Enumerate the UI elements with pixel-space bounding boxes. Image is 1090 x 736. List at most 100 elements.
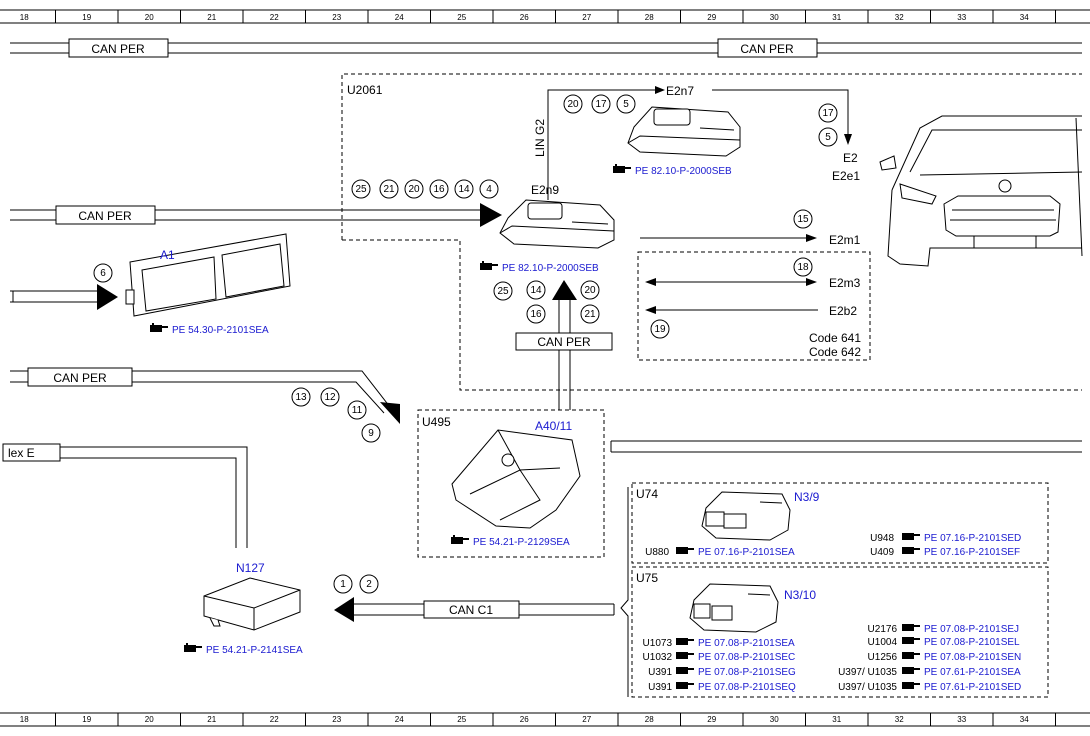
lin-g2-label: LIN G2 xyxy=(533,119,547,157)
n3-10-label: N3/10 xyxy=(784,588,816,602)
svg-text:12: 12 xyxy=(324,392,336,403)
e2n9-module-drawing xyxy=(499,199,615,249)
e2n7-ref-link[interactable]: PE 82.10-P-2000SEB xyxy=(613,164,732,177)
ref-link[interactable]: PE 07.08-P-2101SEC xyxy=(676,652,795,663)
svg-text:16: 16 xyxy=(530,309,542,320)
u495-group-box xyxy=(417,409,605,558)
svg-text:9: 9 xyxy=(368,428,374,439)
top-ruler-number: 27 xyxy=(582,13,591,22)
svg-text:20: 20 xyxy=(408,184,420,195)
signal-number-20: 20 xyxy=(563,94,583,114)
can-per-middle-tag: CAN PER xyxy=(55,205,156,225)
code-642-label: Code 642 xyxy=(809,345,861,359)
ref-link[interactable]: PE 07.16-P-2101SED xyxy=(902,533,1021,544)
can-c1-tag: CAN C1 xyxy=(423,600,520,619)
bottom-ruler-number: 29 xyxy=(707,715,716,724)
ref-link[interactable]: PE 07.61-P-2101SED xyxy=(902,682,1021,693)
pointing-hand-icon xyxy=(676,652,688,659)
ref-link[interactable]: PE 07.08-P-2101SEJ xyxy=(902,624,1019,635)
bottom-ruler-number: 21 xyxy=(207,715,216,724)
top-ruler-number: 28 xyxy=(645,13,654,22)
a1-panel-drawing xyxy=(125,233,291,317)
can-per-top-bus xyxy=(10,42,1082,54)
signal-number-21: 21 xyxy=(580,304,600,324)
svg-text:6: 6 xyxy=(100,268,106,279)
top-ruler-number: 32 xyxy=(895,13,904,22)
pointing-hand-finger xyxy=(914,653,920,655)
right-bus-stub xyxy=(610,440,1082,453)
svg-text:CAN C1: CAN C1 xyxy=(449,603,493,617)
signal-number-20: 20 xyxy=(404,179,424,199)
signal-number-19: 19 xyxy=(650,319,670,339)
car-front-icon xyxy=(879,115,1083,267)
ref-link[interactable]: PE 07.08-P-2101SEA xyxy=(676,638,795,649)
pointing-hand-icon xyxy=(676,682,688,689)
signal-number-21: 21 xyxy=(379,179,399,199)
u75-label: U75 xyxy=(636,571,658,585)
svg-text:11: 11 xyxy=(352,405,363,416)
signal-number-15: 15 xyxy=(793,209,813,229)
pointing-hand-cuff xyxy=(186,643,188,646)
svg-text:CAN PER: CAN PER xyxy=(740,42,794,56)
top-ruler-number: 30 xyxy=(770,13,779,22)
e2m3-label: E2m3 xyxy=(829,276,861,290)
pointing-hand-icon xyxy=(480,263,492,270)
codes-group-box xyxy=(637,251,871,361)
ref-link[interactable]: PE 07.16-P-2101SEA xyxy=(676,547,795,558)
pointing-hand-finger xyxy=(914,548,920,550)
signal-number-2: 2 xyxy=(359,574,379,594)
top-ruler-number: 19 xyxy=(82,13,91,22)
bottom-ruler-number: 26 xyxy=(520,715,529,724)
e2n9-label: E2n9 xyxy=(531,183,559,197)
ref-text: PE 07.08-P-2101SEG xyxy=(698,667,796,678)
e2n9-ref-link[interactable]: PE 82.10-P-2000SEB xyxy=(480,261,599,274)
pointing-hand-cuff xyxy=(453,535,455,538)
ref-link[interactable]: PE 07.16-P-2101SEF xyxy=(902,547,1020,558)
ref-text: PE 07.16-P-2101SEF xyxy=(924,547,1020,558)
pointing-hand-cuff xyxy=(482,261,484,264)
n3-10-ecu-drawing xyxy=(689,583,779,633)
pointing-hand-icon xyxy=(902,652,914,659)
can-c1-arrowhead xyxy=(334,597,354,622)
ref-link[interactable]: PE 07.08-P-2101SEN xyxy=(902,652,1021,663)
pointing-hand-finger xyxy=(688,683,694,685)
a1-ref-link[interactable]: PE 54.30-P-2101SEA xyxy=(150,323,269,336)
ref-code: U1073 xyxy=(643,638,673,649)
svg-text:19: 19 xyxy=(654,324,666,335)
ref-text: PE 82.10-P-2000SEB xyxy=(635,166,732,177)
lin-g2-line xyxy=(547,89,660,200)
pointing-hand-icon xyxy=(902,637,914,644)
pointing-hand-finger xyxy=(914,625,920,627)
pointing-hand-finger xyxy=(162,326,168,328)
signal-number-1: 1 xyxy=(333,574,353,594)
a40-11-ref-link[interactable]: PE 54.21-P-2129SEA xyxy=(451,535,570,548)
can-per-left-lower-tag: CAN PER xyxy=(27,367,133,387)
n127-ref-link[interactable]: PE 54.21-P-2141SEA xyxy=(184,643,303,656)
bottom-ruler-number: 22 xyxy=(270,715,279,724)
ref-text: PE 07.16-P-2101SEA xyxy=(698,547,795,558)
n3-9-label: N3/9 xyxy=(794,490,820,504)
ref-link[interactable]: PE 07.08-P-2101SEG xyxy=(676,667,796,678)
ref-text: PE 54.21-P-2141SEA xyxy=(206,645,303,656)
e2-signal-arrowhead xyxy=(844,134,852,145)
ref-code: U948 xyxy=(870,533,894,544)
ref-link[interactable]: PE 07.08-P-2101SEQ xyxy=(676,682,796,693)
ref-link[interactable]: PE 07.61-P-2101SEA xyxy=(902,667,1021,678)
can-per-vertical-arrowhead xyxy=(552,280,577,300)
can-per-left-lower-arrowhead xyxy=(380,402,400,424)
ref-link[interactable]: PE 07.08-P-2101SEL xyxy=(902,637,1020,648)
signal-number-17: 17 xyxy=(818,103,838,123)
top-ruler-number: 34 xyxy=(1020,13,1029,22)
top-ruler-number: 18 xyxy=(20,13,29,22)
top-ruler-number: 29 xyxy=(707,13,716,22)
can-per-middle-arrowhead xyxy=(480,203,502,227)
svg-text:14: 14 xyxy=(458,184,470,195)
ref-text: PE 07.08-P-2101SEJ xyxy=(924,624,1019,635)
pointing-hand-finger xyxy=(688,668,694,670)
ref-text: PE 07.08-P-2101SEA xyxy=(698,638,795,649)
svg-text:5: 5 xyxy=(825,132,831,143)
e2n7-label: E2n7 xyxy=(666,84,694,98)
e2m1-label: E2m1 xyxy=(829,233,861,247)
